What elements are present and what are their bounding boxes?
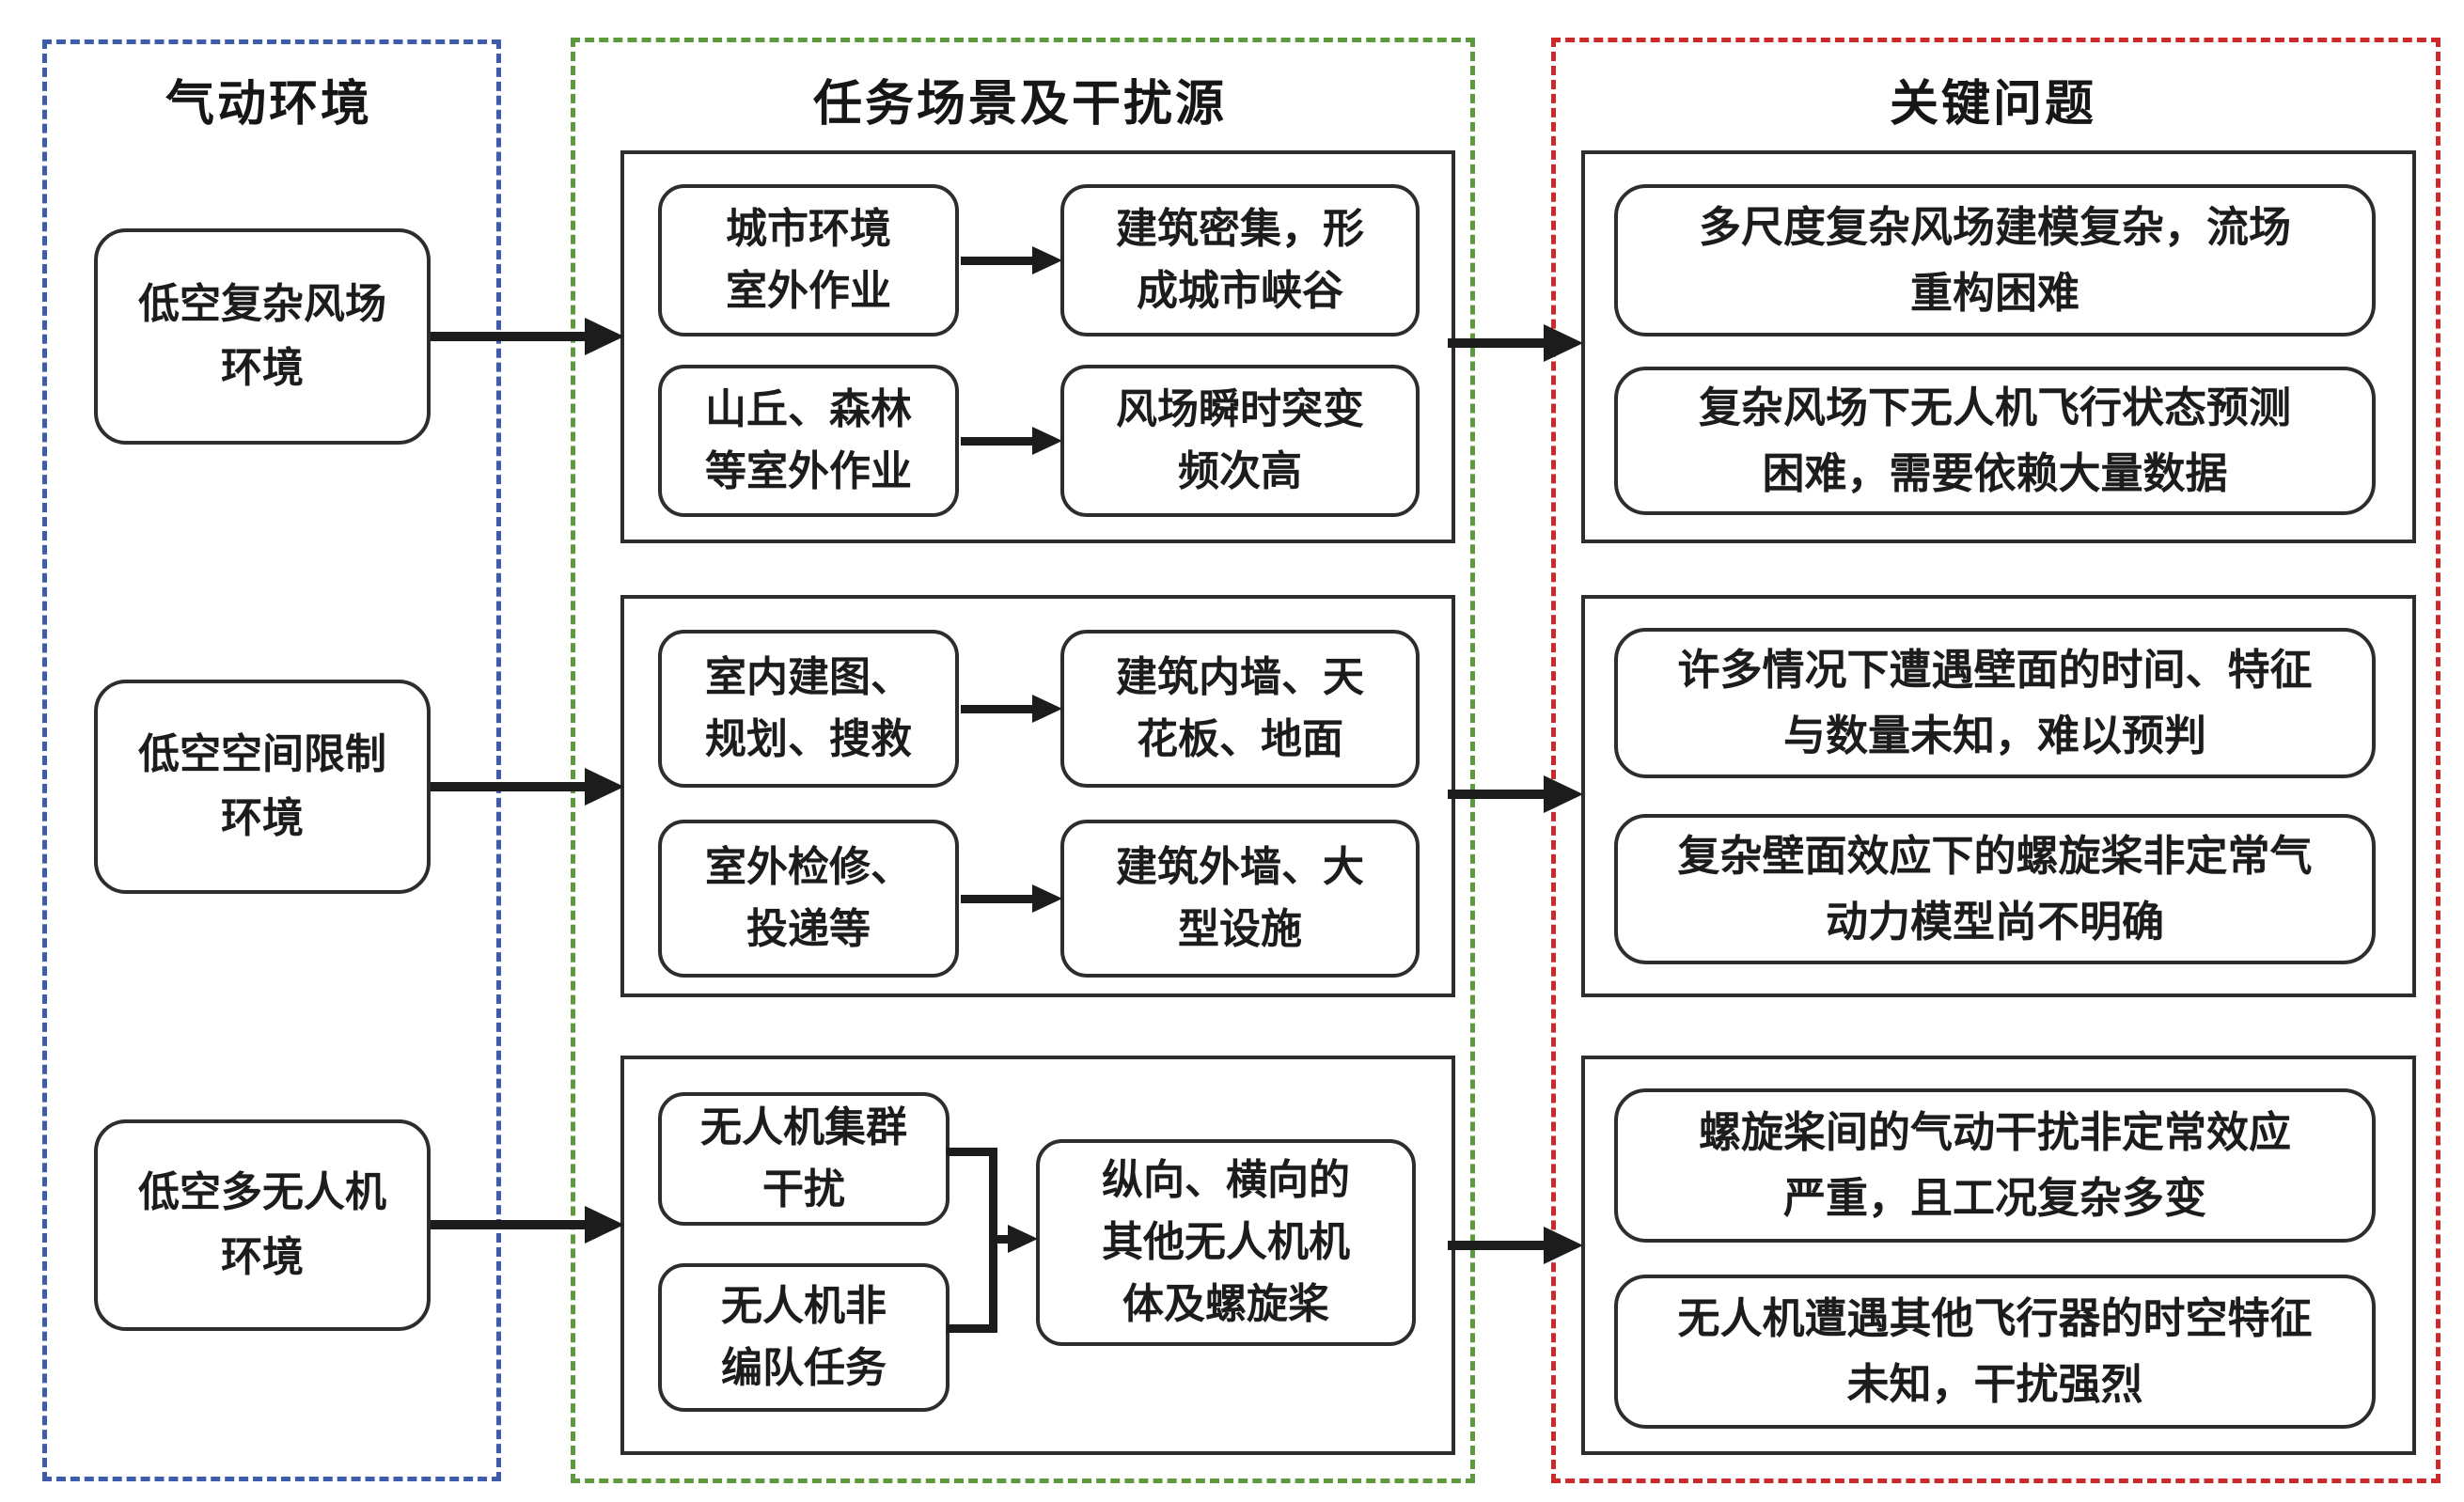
arrow-right-icon <box>1544 1227 1583 1264</box>
arrow-right-icon <box>585 768 624 806</box>
arrow-indoor-to-surfaces <box>961 705 1034 713</box>
scenario-box-urban-outdoor: 城市环境 室外作业 <box>658 184 959 336</box>
aero-environment-title: 气动环境 <box>165 75 372 133</box>
arrow-right-icon <box>585 318 624 355</box>
disturbance-box-urban-canyon: 建筑密集，形 成城市峡谷 <box>1060 184 1420 336</box>
disturbance-box-other-uav: 纵向、横向的 其他无人机机 体及螺旋桨 <box>1036 1139 1416 1346</box>
bracket-bottom-connector <box>947 1324 997 1333</box>
env-box-space-constraint: 低空空间限制 环境 <box>94 680 431 894</box>
bracket-top-connector <box>947 1148 997 1156</box>
scenario-box-non-formation: 无人机非 编队任务 <box>658 1263 950 1412</box>
scenario-box-outdoor-inspection: 室外检修、 投递等 <box>658 820 959 978</box>
arrow-right-icon <box>1008 1225 1038 1253</box>
issue-box-state-prediction: 复杂风场下无人机飞行状态预测 困难，需要依赖大量数据 <box>1614 367 2376 515</box>
disturbance-box-indoor-surfaces: 建筑内墙、天 花板、地面 <box>1060 630 1420 788</box>
issue-box-encounter-unknown: 无人机遭遇其他飞行器的时空特征 未知，干扰强烈 <box>1614 1275 2376 1429</box>
scenario-box-indoor-mapping: 室内建图、 规划、搜救 <box>658 630 959 788</box>
issue-box-rotor-interference: 螺旋桨间的气动干扰非定常效应 严重，且工况复杂多变 <box>1614 1088 2376 1243</box>
issue-box-wall-aero-model: 复杂壁面效应下的螺旋桨非定常气 动力模型尚不明确 <box>1614 814 2376 964</box>
arrow-env3-to-scenario3 <box>431 1220 587 1229</box>
issue-box-wind-modeling: 多尺度复杂风场建模复杂，流场 重构困难 <box>1614 184 2376 336</box>
env-box-multi-uav: 低空多无人机 环境 <box>94 1119 431 1331</box>
arrow-right-icon <box>1544 775 1583 813</box>
arrow-scenario2-to-issues2 <box>1448 790 1546 799</box>
arrow-scenario3-to-issues3 <box>1448 1241 1546 1250</box>
aero-environment-column <box>42 39 501 1481</box>
arrow-env2-to-scenario2 <box>431 782 587 791</box>
disturbance-box-outdoor-walls: 建筑外墙、大 型设施 <box>1060 820 1420 978</box>
scenario-box-swarm-interference: 无人机集群 干扰 <box>658 1092 950 1226</box>
arrow-right-icon <box>585 1206 624 1244</box>
issue-box-wall-unknown: 许多情况下遭遇壁面的时间、特征 与数量未知，难以预判 <box>1614 628 2376 778</box>
arrow-right-icon <box>1032 427 1062 455</box>
arrow-right-icon <box>1544 324 1583 362</box>
task-scenario-title: 任务场景及干扰源 <box>812 75 1227 133</box>
key-issues-title: 关键问题 <box>1889 75 2096 133</box>
arrow-scenario1-to-issues1 <box>1448 338 1546 348</box>
env-box-complex-wind-field: 低空复杂风场 环境 <box>94 228 431 445</box>
arrow-outdoor-to-walls <box>961 895 1034 903</box>
task-scenario-column <box>571 38 1475 1483</box>
arrow-right-icon <box>1032 695 1062 723</box>
arrow-env1-to-scenario1 <box>431 332 587 341</box>
arrow-right-icon <box>1032 884 1062 913</box>
disturbance-box-wind-gust: 风场瞬时突变 频次高 <box>1060 365 1420 517</box>
scenario-box-hill-forest: 山丘、森林 等室外作业 <box>658 365 959 517</box>
arrow-hill-to-gust <box>961 437 1034 446</box>
arrow-right-icon <box>1032 246 1062 274</box>
arrow-urban-to-canyon <box>961 257 1034 265</box>
key-issues-column <box>1551 38 2440 1483</box>
arrow-merge-to-other-uav <box>989 1235 1010 1244</box>
